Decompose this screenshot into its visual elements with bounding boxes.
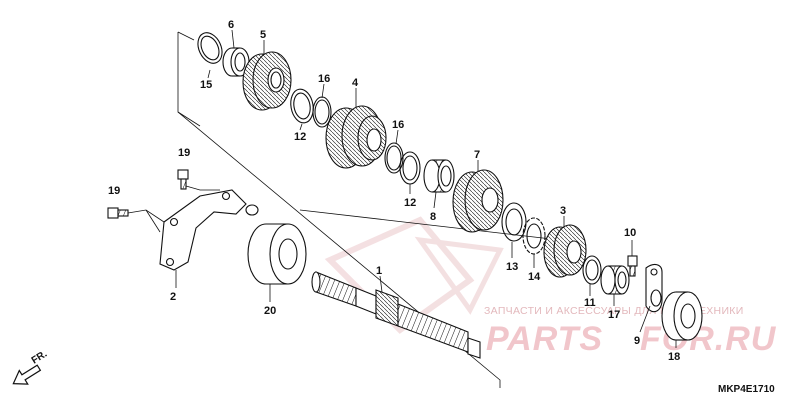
- callout-19-lower: 19: [108, 185, 120, 197]
- callout-13: 13: [506, 261, 518, 273]
- front-label: FR.: [30, 349, 50, 367]
- part-7-gear: [452, 169, 504, 233]
- leader-lines: [175, 29, 677, 348]
- part-9-set-plate: [645, 263, 663, 313]
- callout-9: 9: [634, 335, 640, 347]
- callout-12-lower: 12: [404, 197, 416, 209]
- part-12-thrust-washer-lower: [399, 151, 421, 185]
- part-5-gear: [242, 51, 292, 111]
- callout-15: 15: [200, 79, 212, 91]
- part-18-ball-bearing: [661, 291, 703, 341]
- part-2-bearing-holder: [159, 189, 259, 271]
- part-16-snap-ring-lower: [384, 142, 404, 174]
- front-direction-indicator: FR.: [12, 349, 50, 385]
- part-3-gear: [543, 224, 587, 278]
- part-1-countershaft: [311, 271, 481, 359]
- callout-2: 2: [170, 291, 176, 303]
- callout-4: 4: [352, 77, 359, 89]
- callout-16-lower: 16: [392, 119, 404, 131]
- front-arrow-icon: [12, 364, 42, 385]
- callout-17: 17: [608, 309, 620, 321]
- part-19-bolt-lower: [107, 207, 129, 219]
- callout-8: 8: [430, 211, 436, 223]
- watermark-brand-left: PARTS: [486, 320, 603, 358]
- callout-11: 11: [584, 297, 596, 309]
- part-6-bushing: [222, 47, 250, 77]
- part-10-bolt: [627, 255, 638, 277]
- callout-1: 1: [376, 265, 382, 277]
- part-11-washer: [582, 255, 602, 285]
- callout-12-upper: 12: [294, 131, 306, 143]
- part-15-snap-ring: [197, 32, 223, 64]
- callout-16-upper: 16: [318, 73, 330, 85]
- watermark: ЗАПЧАСТИ И АКСЕССУАРЫ ДЛЯ МОТОТЕХНИКИ PA…: [324, 216, 777, 358]
- callout-6: 6: [228, 19, 234, 31]
- callout-7: 7: [474, 149, 480, 161]
- diagram-code: MKP4E1710: [718, 384, 775, 395]
- part-19-bolt-upper: [177, 169, 189, 190]
- part-17-needle-bearing: [600, 265, 630, 295]
- callouts: 15 6 5 12 16 4 16 12 8 7 13 14 3 11 17 1…: [108, 19, 680, 363]
- watermark-brand-right: FOR.RU: [640, 320, 777, 358]
- part-12-thrust-washer-upper: [290, 88, 314, 124]
- part-4-gear: [325, 105, 387, 169]
- callout-14: 14: [528, 271, 541, 283]
- callout-20: 20: [264, 305, 276, 317]
- part-20-ball-bearing: [247, 223, 307, 285]
- assembly-outline: [177, 31, 561, 388]
- callout-5: 5: [260, 29, 266, 41]
- callout-19-upper: 19: [178, 147, 190, 159]
- callout-10: 10: [624, 227, 636, 239]
- callout-18: 18: [668, 351, 680, 363]
- callout-3: 3: [560, 205, 566, 217]
- part-8-needle-bearing: [423, 159, 455, 193]
- part-13-washer: [501, 202, 527, 242]
